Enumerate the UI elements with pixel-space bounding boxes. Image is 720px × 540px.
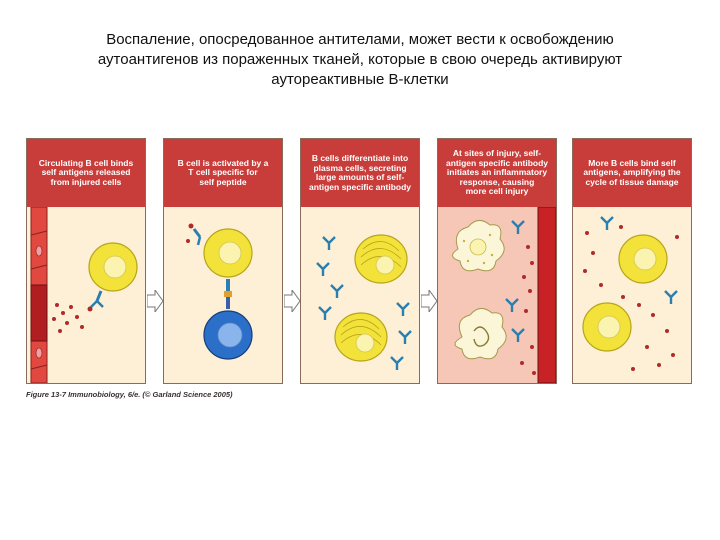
- injured-vessel-segment: [30, 284, 48, 342]
- b-cell: [88, 242, 138, 292]
- figure-credit: Figure 13-7 Immunobiology, 6/e. (© Garla…: [26, 390, 233, 399]
- b-cell: [618, 234, 668, 284]
- neutrophil: [454, 308, 507, 360]
- t-cell: [203, 310, 253, 360]
- title-line: аутореактивные В-клетки: [271, 71, 449, 88]
- panel-circulating-b-cell: Circulating B cell binds self antigens r…: [26, 138, 146, 384]
- self-antigens: [52, 303, 84, 333]
- plasma-cell: [354, 234, 408, 284]
- self-antigens: [520, 245, 536, 375]
- vessel-wall: [537, 207, 556, 383]
- secreted-antibodies: [316, 236, 412, 370]
- panel-5-illustration: [582, 216, 679, 371]
- panel-caption-box: Circulating B cell binds self antigens r…: [27, 139, 145, 207]
- panel-inflammatory-response: At sites of injury, self- antigen specif…: [437, 138, 557, 384]
- panel-2-illustration: [186, 223, 253, 360]
- mhc-tcr-contact: [224, 279, 232, 309]
- panel-caption-box: B cells differentiate into plasma cells,…: [301, 139, 419, 207]
- antibody-icon: [600, 216, 678, 304]
- panel-caption: Circulating B cell binds self antigens r…: [38, 157, 134, 187]
- antigen-dot: [186, 239, 190, 243]
- panel-caption-box: At sites of injury, self- antigen specif…: [438, 139, 556, 207]
- panel-caption: At sites of injury, self- antigen specif…: [445, 148, 549, 197]
- panel-caption: More B cells bind self antigens, amplify…: [583, 157, 681, 187]
- antibody-icon: [505, 220, 525, 342]
- panel-caption-box: More B cells bind self antigens, amplify…: [573, 139, 691, 207]
- arrow-right-icon: [284, 290, 300, 312]
- panel-b-cell-activated: B cell is activated by a T cell specific…: [163, 138, 283, 384]
- self-antigens: [583, 225, 679, 371]
- panel-3-illustration: [316, 234, 412, 370]
- panel-caption-box: B cell is activated by a T cell specific…: [164, 139, 282, 207]
- panel-plasma-cells: B cells differentiate into plasma cells,…: [300, 138, 420, 384]
- title-line: аутоантигенов из пораженных тканей, кото…: [97, 51, 623, 68]
- panel-amplifying-cycle: More B cells bind self antigens, amplify…: [572, 138, 692, 384]
- b-cell: [582, 302, 632, 352]
- title-line: Воспаление, опосредованное антителами, м…: [106, 31, 614, 48]
- immunology-figure: Circulating B cell binds self antigens r…: [26, 138, 694, 399]
- panel-caption: B cell is activated by a T cell specific…: [177, 157, 269, 187]
- plasma-cell: [334, 312, 388, 362]
- antibody-icon: [188, 223, 202, 246]
- macrophage: [452, 220, 505, 272]
- b-cell-receptor-icon: [87, 290, 104, 312]
- b-cell: [203, 228, 253, 278]
- slide-title: Воспаление, опосредованное антителами, м…: [40, 30, 680, 90]
- panel-4-illustration: [452, 207, 556, 383]
- arrow-right-icon: [147, 290, 163, 312]
- panel-1-illustration: [30, 207, 138, 383]
- arrow-right-icon: [421, 290, 437, 312]
- panel-caption: B cells differentiate into plasma cells,…: [308, 153, 412, 192]
